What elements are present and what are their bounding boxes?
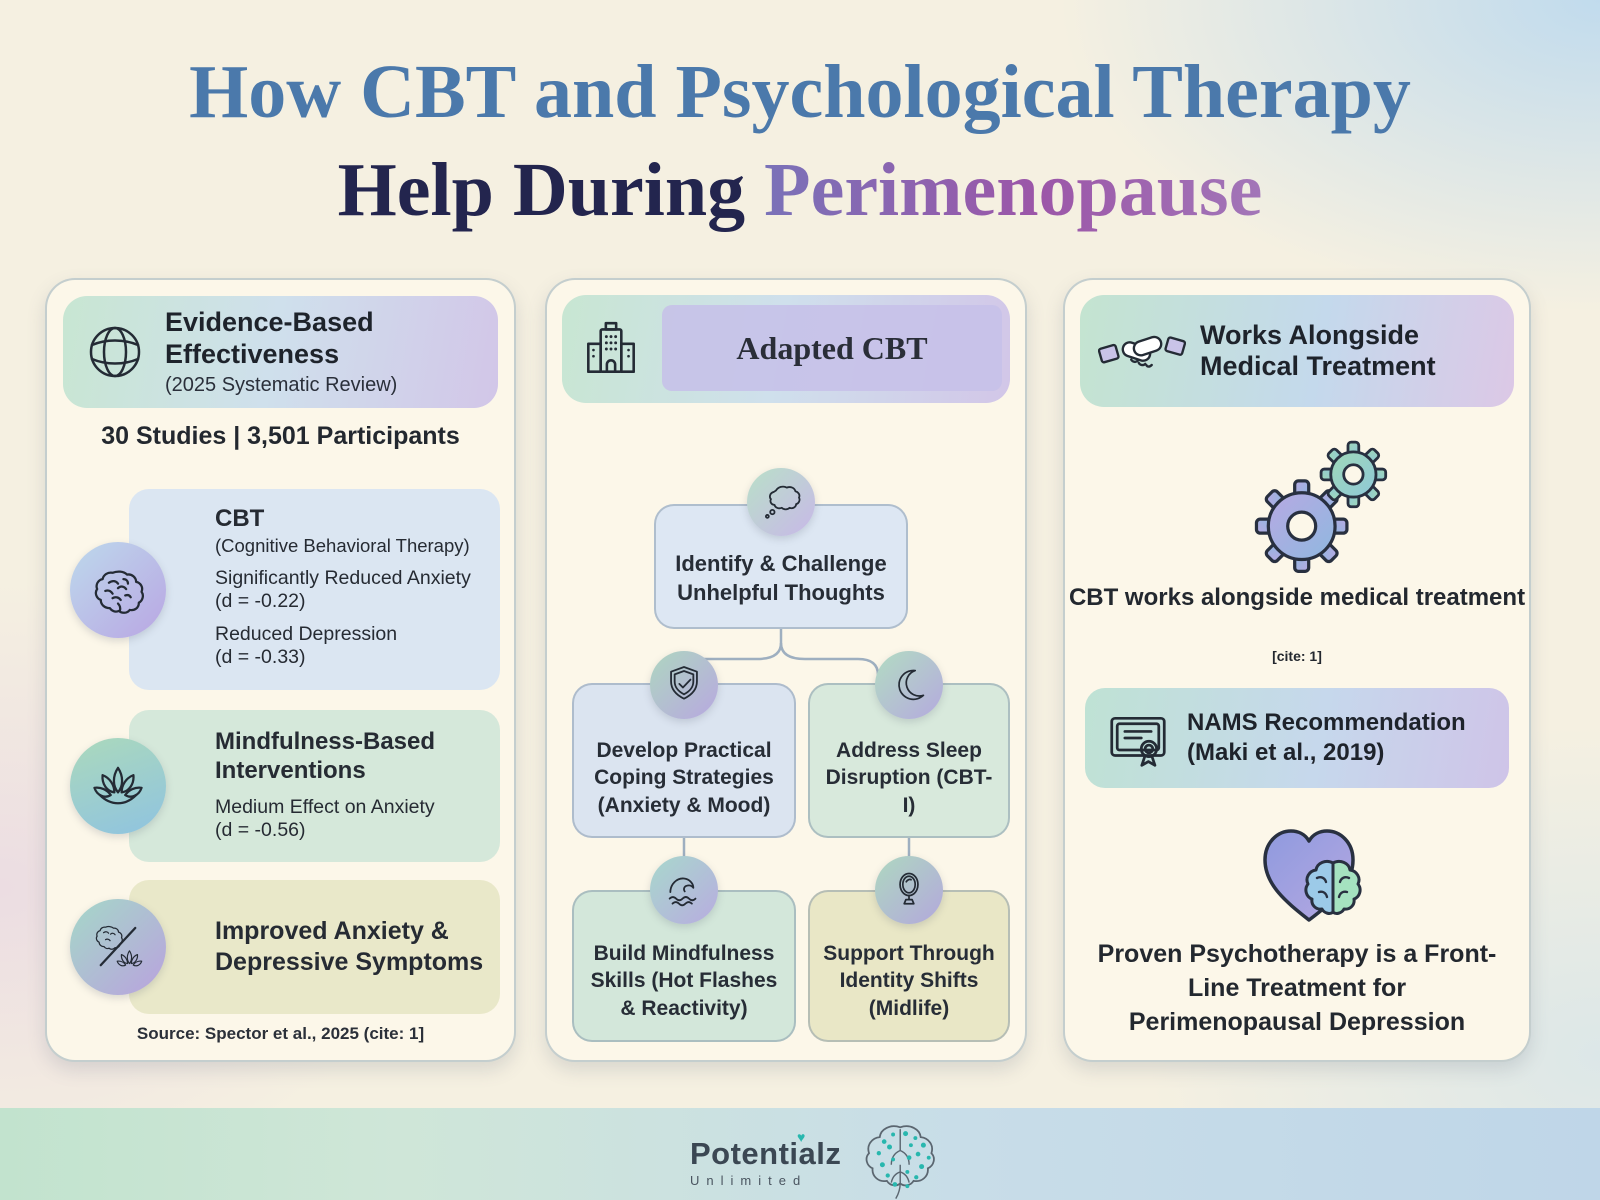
mindfulness-line: (d = -0.56) xyxy=(215,818,306,841)
heart-brain-icon xyxy=(1255,820,1377,928)
mirror-icon xyxy=(875,856,943,924)
evidence-header: Evidence-Based Effectiveness (2025 Syste… xyxy=(63,296,498,408)
mindfulness-title: Mindfulness-Based Interventions xyxy=(215,728,436,784)
evidence-subtitle: (2025 Systematic Review) xyxy=(165,373,398,396)
frontline-text: Proven Psychotherapy is a Front-Line Tre… xyxy=(1097,940,1497,1036)
certificate-icon xyxy=(1103,703,1173,773)
page-title-line1: How CBT and Psychological Therapy xyxy=(189,50,1411,134)
medical-title: Works Alongside Medical Treatment xyxy=(1200,319,1436,381)
globe-icon xyxy=(83,320,147,384)
improved-title: Improved Anxiety & Depressive Symptoms xyxy=(215,916,484,976)
footer-band xyxy=(0,1108,1600,1200)
improved-section: Improved Anxiety & Depressive Symptoms xyxy=(129,880,500,1014)
nams-banner: NAMS Recommendation (Maki et al., 2019) xyxy=(1085,688,1509,788)
shield-check-icon xyxy=(650,651,718,719)
flow-node-coping: Develop Practical Coping Strategies (Anx… xyxy=(572,683,796,838)
brand-subname: Unlimited xyxy=(690,1173,808,1188)
brain-lotus-icon xyxy=(70,899,166,995)
page-title-line2: Help During Perimenopause xyxy=(337,148,1263,232)
moon-icon xyxy=(875,651,943,719)
gears-icon xyxy=(1250,440,1390,580)
brand-name: Potentialz xyxy=(690,1136,842,1171)
medical-header: Works Alongside Medical Treatment xyxy=(1080,295,1514,407)
evidence-title: Evidence-Based Effectiveness xyxy=(165,307,374,369)
card-adapted-cbt: Adapted CBT Identify & Challenge Unhelpf… xyxy=(545,278,1027,1062)
mindfulness-line: Medium Effect on Anxiety xyxy=(215,795,435,818)
gears-caption: CBT works alongside medical treatment xyxy=(1068,584,1526,611)
cbt-line: Reduced Depression xyxy=(215,623,398,645)
card-medical: Works Alongside Medical Treatment xyxy=(1063,278,1531,1062)
mindfulness-section: Mindfulness-Based Interventions Medium E… xyxy=(129,710,500,862)
adapted-title: Adapted CBT xyxy=(736,329,928,366)
wave-icon xyxy=(650,856,718,924)
nams-title: NAMS Recommendation (Maki et al., 2019) xyxy=(1187,709,1466,766)
footer-logo: Potentialz ♥ Unlimited xyxy=(690,1122,947,1200)
handshake-icon xyxy=(1098,323,1186,379)
cbt-title: CBT xyxy=(215,505,265,532)
brain-network-icon xyxy=(857,1122,947,1200)
brain-icon xyxy=(70,542,166,638)
thought-bubble-icon xyxy=(747,468,815,536)
gears-cite: [cite: 1] xyxy=(1272,648,1322,664)
cbt-line: (d = -0.22) xyxy=(215,590,306,612)
source-note: Source: Spector et al., 2025 (cite: 1] xyxy=(136,1024,425,1043)
cbt-line: (d = -0.33) xyxy=(215,646,306,668)
heart-icon: ♥ xyxy=(797,1129,806,1145)
adapted-header: Adapted CBT xyxy=(562,295,1010,403)
stats-line: 30 Studies | 3,501 Participants xyxy=(101,422,460,450)
cbt-subtitle: (Cognitive Behavioral Therapy) xyxy=(215,535,470,556)
card-evidence: Evidence-Based Effectiveness (2025 Syste… xyxy=(45,278,516,1062)
hospital-icon xyxy=(578,316,644,382)
lotus-icon xyxy=(70,738,166,834)
cbt-section: CBT (Cognitive Behavioral Therapy) Signi… xyxy=(129,489,500,690)
cbt-line: Significantly Reduced Anxiety xyxy=(215,567,471,589)
